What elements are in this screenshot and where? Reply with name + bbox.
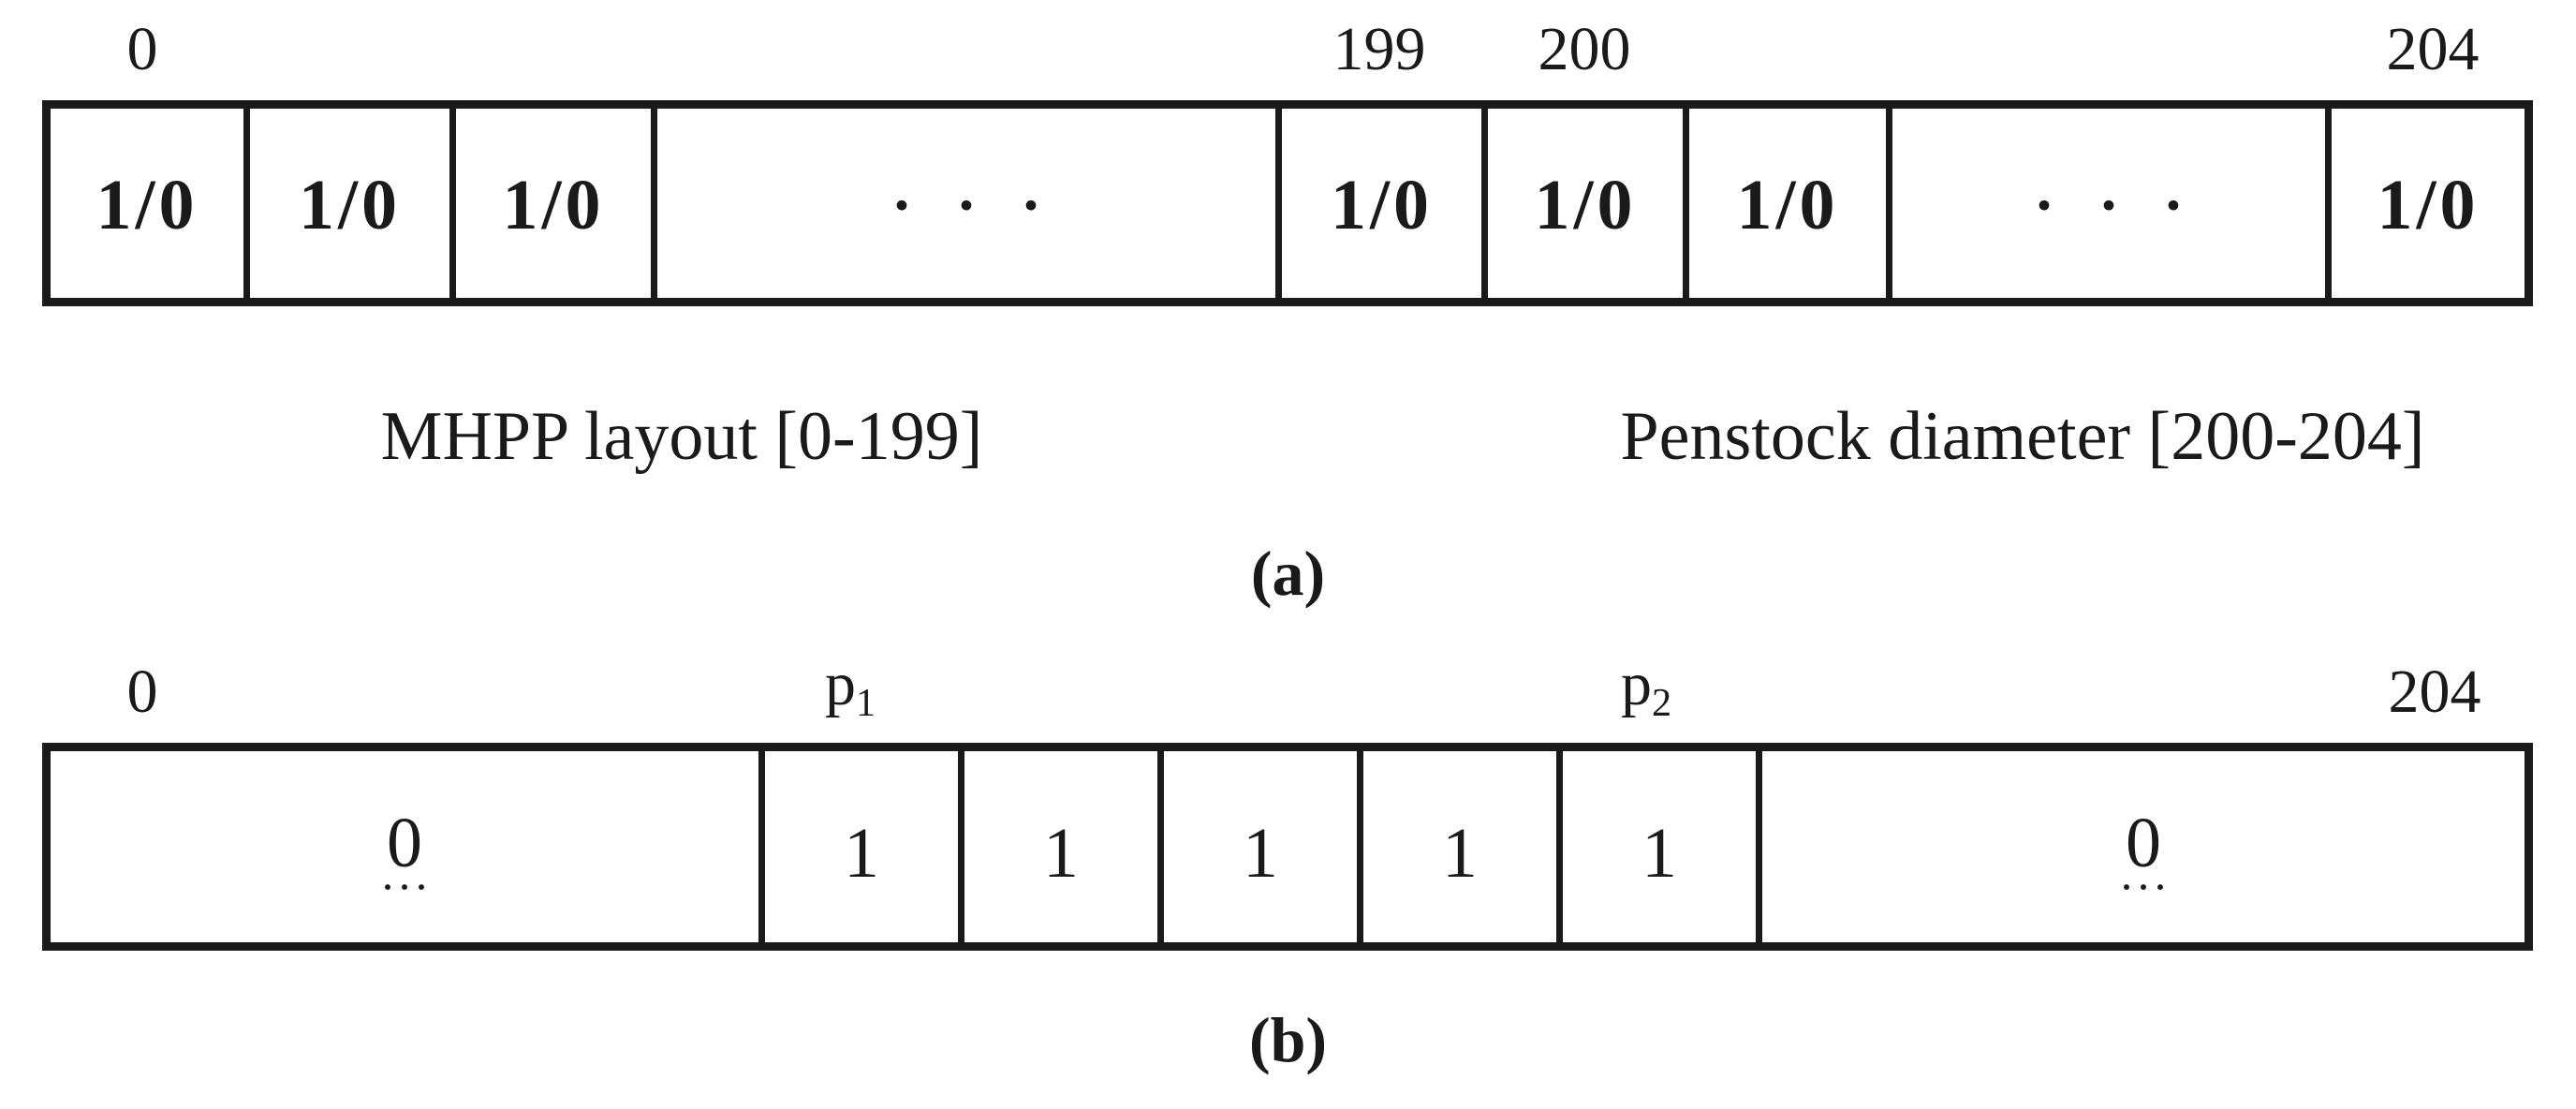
zero-with-dots: 0 ··· [2115,796,2172,907]
gene-box-b: 0 ··· 1 1 1 1 1 0 ··· [42,743,2533,951]
gene-cell: 1 [964,751,1164,942]
panel-b-position-label-p1: p1 [825,654,876,723]
gene-value: 1/0 [1330,165,1434,244]
gene-cell: 1/0 [1282,109,1488,298]
gene-cell: 1 [1164,751,1363,942]
gene-value: 1/0 [2377,165,2480,244]
gene-cell: 1/0 [250,109,456,298]
p1-base: p [824,650,856,718]
p2-base: p [1620,650,1652,718]
gene-value: 1/0 [1736,165,1839,244]
caption-b: (b) [1248,1004,1328,1075]
p1-subscript: 1 [855,680,876,725]
gene-cell: 1 [765,751,964,942]
region-label-penstock-diameter: Penstock diameter [200-204] [1620,398,2425,475]
gene-value: 1/0 [1534,165,1637,244]
ellipsis-dots: ··· [891,171,1086,240]
under-dots: ··· [2120,868,2172,907]
panel-a-index-label-199: 199 [1332,15,1426,83]
ellipsis-cell: ··· [657,109,1282,298]
zero-run-cell: 0 ··· [51,751,765,942]
gene-value: 1/0 [502,165,605,244]
gene-value: 1/0 [96,165,199,244]
gene-cell: 1/0 [2332,109,2524,298]
panel-a-index-label-204: 204 [2386,15,2480,83]
zero-with-dots: 0 ··· [376,796,434,907]
gene-box-a: 1/0 1/0 1/0 ··· 1/0 1/0 1/0 ··· [42,100,2533,306]
p2-subscript: 2 [1651,680,1672,725]
gene-value: 1 [1442,813,1478,893]
caption-a: (a) [1250,538,1326,609]
gene-value: 1 [1641,813,1677,893]
gene-value: 1 [844,813,879,893]
under-dots: ··· [381,868,434,907]
gene-cell: 1 [1363,751,1563,942]
gene-value: 1 [1243,813,1278,893]
ellipsis-cell: ··· [1892,109,2332,298]
panel-a-index-label-0: 0 [126,15,158,83]
gene-cell: 1 [1563,751,1762,942]
gene-cell: 1/0 [1488,109,1689,298]
gene-value: 0 [387,803,422,882]
region-label-mhpp-layout: MHPP layout [0-199] [380,398,983,475]
gene-value: 1/0 [298,165,402,244]
gene-cell: 1/0 [456,109,657,298]
gene-value: 1 [1043,813,1079,893]
ellipsis-dots: ··· [2033,171,2229,240]
zero-run-cell: 0 ··· [1762,751,2524,942]
gene-cell: 1/0 [51,109,250,298]
gene-value: 0 [2126,803,2161,882]
panel-b-index-label-0: 0 [126,658,158,726]
panel-a-index-label-200: 200 [1538,15,1631,83]
gene-cell: 1/0 [1689,109,1892,298]
panel-b-position-label-p2: p2 [1621,654,1671,723]
panel-b-index-label-204: 204 [2388,658,2481,726]
